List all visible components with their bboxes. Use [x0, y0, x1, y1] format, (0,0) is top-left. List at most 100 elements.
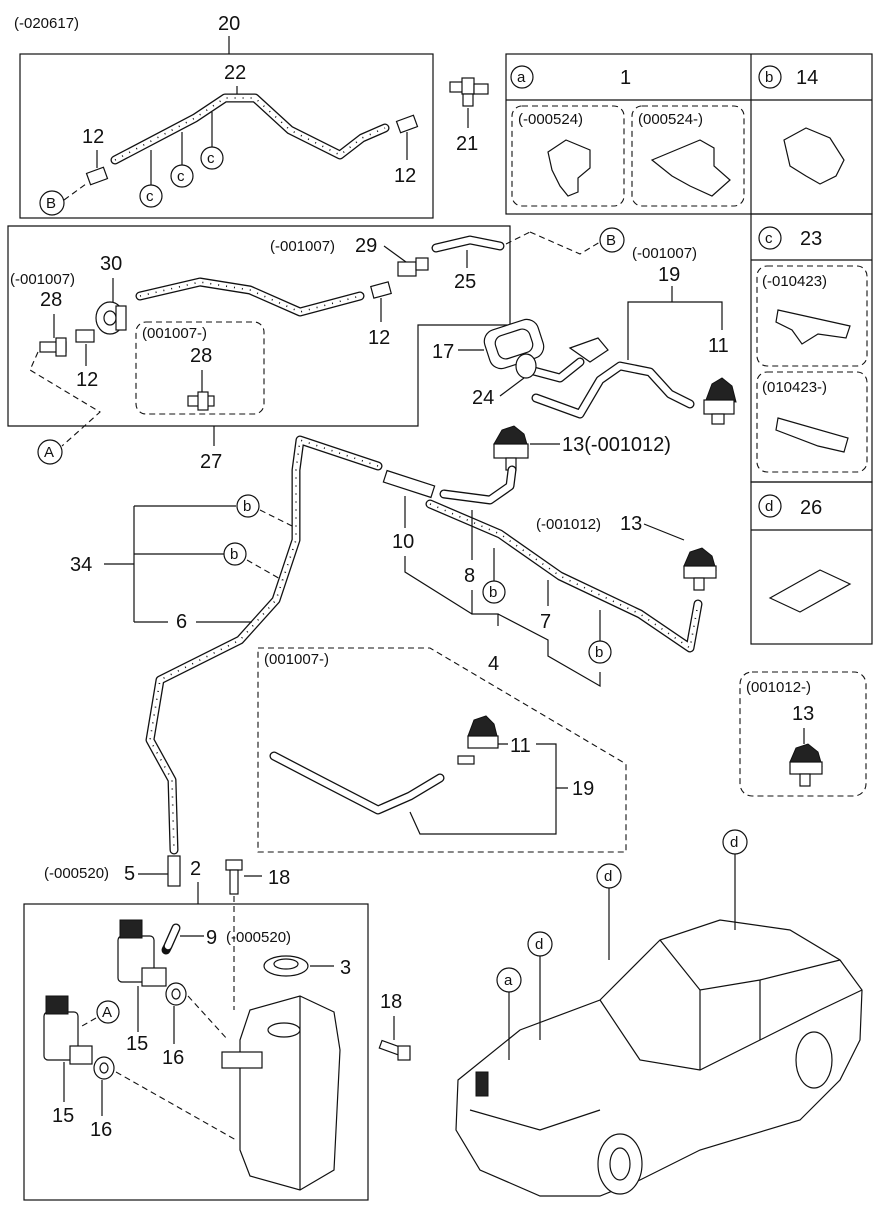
svg-text:d: d — [535, 936, 543, 953]
callout-4: 4 — [488, 653, 499, 675]
clip-1-new-icon — [650, 139, 731, 197]
tee-connector-21 — [449, 77, 489, 107]
svg-text:c: c — [207, 150, 215, 167]
pad-26-icon — [768, 569, 852, 613]
callout-29: 29 — [355, 235, 377, 257]
joint-12-box27 — [370, 281, 392, 299]
callout-12b: 12 — [394, 165, 416, 187]
hose-19 — [531, 361, 695, 419]
svg-text:b: b — [243, 498, 251, 515]
svg-text:A: A — [102, 1004, 112, 1021]
callout-21: 21 — [456, 133, 478, 155]
legend-c-bot-date: (010423-) — [762, 379, 827, 396]
callout-27: 27 — [200, 451, 222, 473]
nozzle-13-new — [789, 743, 823, 787]
hose-9 — [161, 923, 181, 955]
callout-12a: 12 — [82, 126, 104, 148]
callout-34: 34 — [70, 554, 92, 576]
callout-15a: 15 — [126, 1033, 148, 1055]
date-code-top: (-020617) — [14, 15, 79, 32]
callout-22: 22 — [224, 62, 246, 84]
connector-10 — [382, 469, 436, 499]
callout-15b: 15 — [52, 1105, 74, 1127]
car-illustration — [455, 919, 863, 1197]
nozzle-11-new — [457, 715, 499, 765]
callout-16a: 16 — [162, 1047, 184, 1069]
callout-19-date: (-001007) — [632, 245, 697, 262]
legend-c-circle: c — [765, 230, 773, 247]
svg-text:d: d — [730, 834, 738, 851]
callout-13b: 13 — [620, 513, 642, 535]
callout-19b: 19 — [572, 778, 594, 800]
callout-11: 11 — [708, 335, 729, 357]
svg-text:B: B — [606, 232, 616, 249]
check-valve-29 — [397, 257, 429, 277]
callout-28a: 28 — [40, 289, 62, 311]
callout-13b-date: (-001012) — [536, 516, 601, 533]
svg-text:c: c — [177, 168, 185, 185]
hose-27 — [135, 277, 365, 317]
box-assembly-20 — [19, 53, 434, 219]
bolt-18-right — [378, 1039, 411, 1061]
ref-circle-B — [39, 190, 65, 216]
nozzle-13-mid — [683, 547, 717, 591]
callout-18a: 18 — [268, 867, 290, 889]
ref-circle-b3 — [236, 494, 260, 518]
bolt-18-top — [225, 859, 243, 895]
callout-12c: 12 — [368, 327, 390, 349]
grommet-16-lower — [93, 1056, 115, 1080]
svg-text:c: c — [146, 188, 154, 205]
svg-text:a: a — [504, 972, 513, 989]
callout-28b: 28 — [190, 345, 212, 367]
legend-table: a 1 b 14 (-000524) (000524-) c 23 (-0104… — [505, 53, 873, 645]
legend-a-left-date: (-000524) — [518, 111, 583, 128]
callout-9: 9 — [206, 927, 217, 949]
legend-d-circle: d — [765, 498, 773, 515]
joint-12-right — [395, 114, 419, 134]
ref-circle-B2 — [599, 227, 625, 253]
callout-3: 3 — [340, 957, 351, 979]
callout-9-date: (-000520) — [226, 929, 291, 946]
legend-a-circle: a — [517, 69, 526, 86]
callout-28b-date: (001007-) — [142, 325, 207, 342]
callout-19: 19 — [658, 264, 680, 286]
nozzle-assembly-24 — [515, 337, 609, 383]
hose-22 — [110, 93, 390, 165]
washer-reservoir — [221, 995, 341, 1191]
callout-13c: 13 — [792, 703, 814, 725]
callout-7: 7 — [540, 611, 551, 633]
legend-a-num: 1 — [620, 67, 631, 89]
callout-17: 17 — [432, 341, 454, 363]
nozzle-11 — [703, 377, 737, 425]
callout-6: 6 — [176, 611, 187, 633]
callout-30: 30 — [100, 253, 122, 275]
ref-circle-A2 — [96, 1000, 120, 1024]
callout-25: 25 — [454, 271, 476, 293]
connector-28b — [187, 391, 215, 411]
svg-text:A: A — [44, 444, 54, 461]
connector-5 — [167, 855, 181, 887]
box-assembly-27 — [7, 225, 511, 427]
callout-13c-date: (001012-) — [746, 679, 811, 696]
callout-13a: 13(-001012) — [562, 434, 671, 456]
hose-6 — [145, 435, 383, 855]
box-28-new — [135, 321, 265, 415]
connector-28 — [39, 337, 67, 357]
pump-15-upper — [117, 919, 167, 987]
svg-text:b: b — [489, 584, 497, 601]
svg-text:b: b — [230, 546, 238, 563]
hose-8 — [439, 465, 517, 505]
box-13-new — [739, 671, 867, 797]
legend-c-num: 23 — [800, 228, 822, 250]
clip-14-icon — [783, 127, 845, 185]
callout-12d: 12 — [76, 369, 98, 391]
nozzle-13-top — [493, 425, 529, 471]
ref-circle-A — [37, 439, 63, 465]
callout-20: 20 — [218, 13, 240, 35]
grommet-30 — [95, 301, 127, 335]
callout-24: 24 — [472, 387, 494, 409]
callout-16b: 16 — [90, 1119, 112, 1141]
svg-text:B: B — [46, 195, 56, 212]
callout-28-date: (-001007) — [10, 271, 75, 288]
